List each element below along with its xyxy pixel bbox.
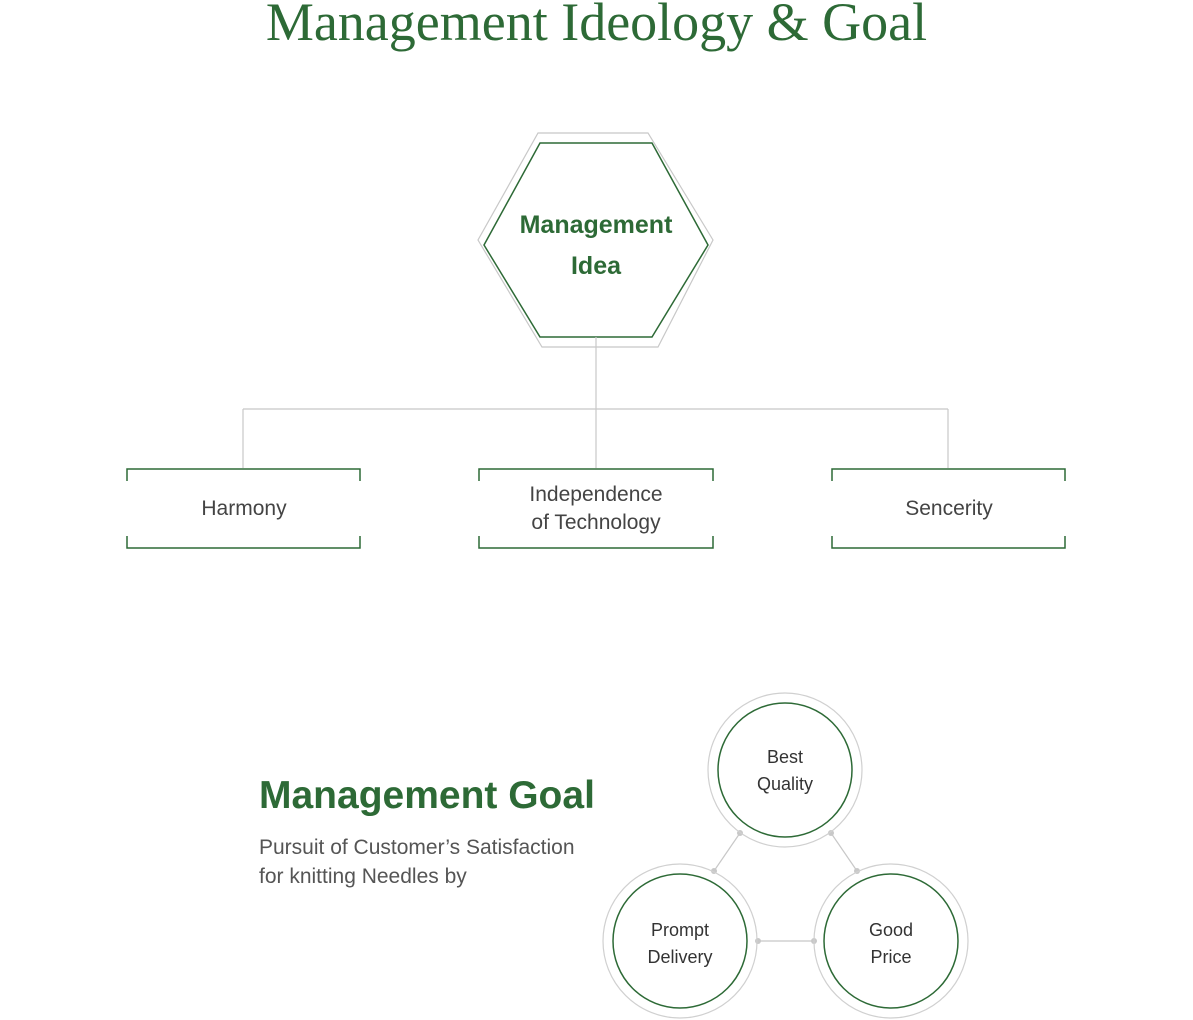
goal-label-delivery: Prompt Delivery xyxy=(610,917,750,971)
goal-label-line2: Quality xyxy=(756,774,814,794)
goal-description: Pursuit of Customer’s Satisfaction for k… xyxy=(259,833,619,891)
goal-circle-quality xyxy=(707,692,863,848)
goal-label-line2: Delivery xyxy=(647,947,713,967)
goal-label-line1: Best xyxy=(766,747,804,767)
value-label-line2: of Technology xyxy=(531,511,661,534)
idea-label: Management Idea xyxy=(476,205,716,287)
goal-label-price: Good Price xyxy=(821,917,961,971)
page-title: Management Ideology & Goal xyxy=(265,0,928,52)
idea-hexagon xyxy=(483,142,709,338)
goal-label-line1: Good xyxy=(868,920,914,940)
goal-title: Management Goal xyxy=(259,774,595,817)
value-label-sencerity: Sencerity xyxy=(832,495,1066,523)
idea-label-line1: Management xyxy=(519,211,673,239)
value-box-sencerity xyxy=(831,468,1066,549)
value-label-harmony: Harmony xyxy=(127,495,361,523)
goal-label-line2: Price xyxy=(870,947,912,967)
tree-connectors xyxy=(242,337,949,468)
value-label-line1: Sencerity xyxy=(905,497,993,520)
goal-label-line1: Prompt xyxy=(650,920,710,940)
goal-circle-price xyxy=(813,863,969,1019)
goal-description-line2: for knitting Needles by xyxy=(259,865,467,888)
value-label-line1: Independence xyxy=(529,483,663,506)
idea-label-line2: Idea xyxy=(570,252,622,280)
value-box-harmony xyxy=(126,468,361,549)
value-box-independence xyxy=(478,468,714,549)
idea-hexagon-shadow xyxy=(477,132,714,348)
value-label-independence: Independence of Technology xyxy=(479,481,713,537)
goal-circle-delivery xyxy=(602,863,758,1019)
goal-description-line1: Pursuit of Customer’s Satisfaction xyxy=(259,836,575,859)
value-label-line1: Harmony xyxy=(201,497,287,520)
goal-label-quality: Best Quality xyxy=(715,744,855,798)
